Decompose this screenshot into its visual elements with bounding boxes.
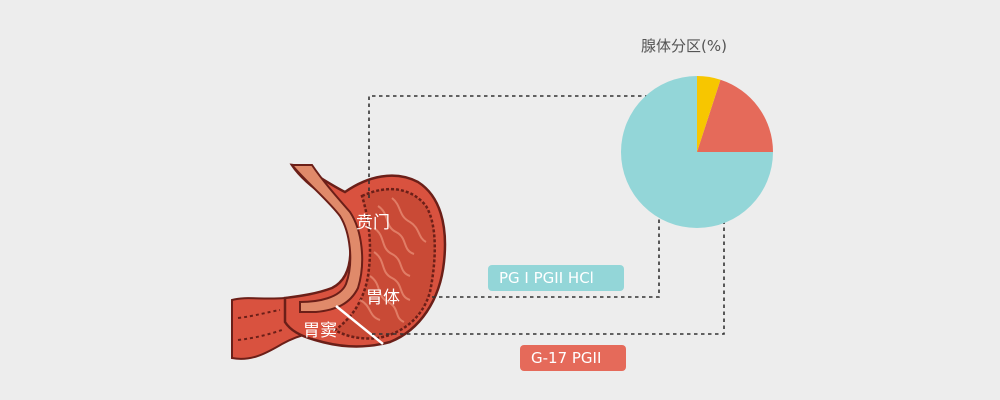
- tag-g17-pgii: G-17 PGII: [520, 345, 626, 371]
- pie-slice-2: [697, 76, 721, 152]
- pie-chart: [621, 76, 773, 228]
- label-stomach-body: 胃体: [366, 288, 400, 308]
- pie-slice-1: [697, 79, 773, 152]
- pie-title: 腺体分区(%): [641, 37, 727, 55]
- pylorus-boundary-line: [335, 305, 384, 345]
- body-connector: [432, 170, 660, 298]
- tag-pg-hcl: PG I PGII HCl: [488, 265, 624, 291]
- stomach-illustration: [231, 163, 447, 360]
- label-antrum: 胃窦: [303, 321, 337, 341]
- esophagus-band: [289, 164, 364, 313]
- stomach-rugae-area: [332, 188, 436, 340]
- label-cardia: 贲门: [356, 213, 390, 233]
